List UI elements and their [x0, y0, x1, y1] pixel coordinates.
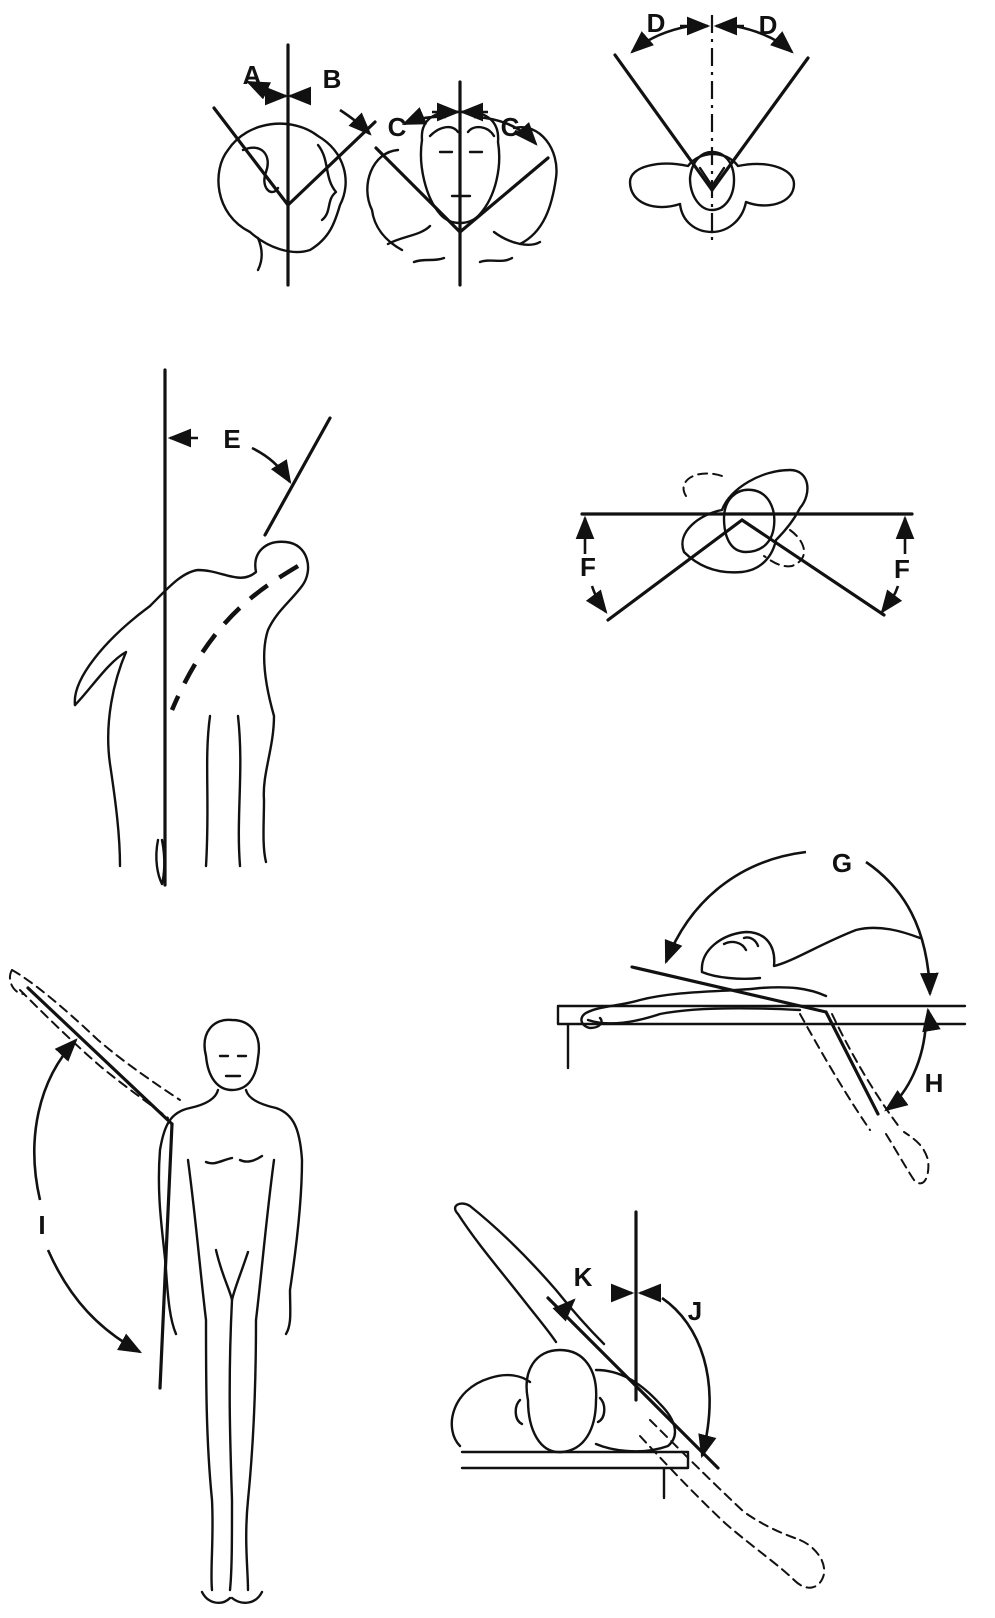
arrow-j: [662, 1298, 710, 1456]
supine-head-torso-outline: [702, 928, 920, 979]
label-c-right: C: [501, 112, 520, 142]
raised-arm-ghost: [12, 970, 180, 1118]
trunk-flexion-figure: E: [75, 370, 330, 885]
standing-face-features: [220, 1056, 246, 1076]
forearm-line: [826, 1012, 878, 1114]
left-rotation-line: [615, 55, 712, 190]
standing-legs-outline: [188, 1160, 274, 1590]
trunk-rotation-figure: F F: [580, 470, 912, 620]
label-k: K: [574, 1262, 593, 1292]
arrow-e: [252, 448, 290, 482]
face-profile: [318, 145, 336, 220]
label-f-right: F: [894, 554, 910, 584]
head-flexion-extension-figure: A B: [214, 45, 375, 285]
label-c-left: C: [388, 112, 407, 142]
standing-head-outline: [205, 1020, 259, 1090]
arrow-g-left: [666, 852, 806, 962]
lowered-hand-ghost: [794, 1540, 824, 1588]
label-f-left: F: [580, 552, 596, 582]
hand-down-ghost: [886, 1132, 928, 1183]
eyebrows: [430, 127, 494, 136]
right-bent-head-ghost: [514, 127, 557, 244]
collar-lines: [414, 258, 512, 262]
exam-table: [558, 1006, 965, 1068]
arrow-i-up: [34, 1040, 76, 1200]
arrow-f-left-down: [592, 586, 606, 612]
label-e: E: [223, 424, 240, 454]
label-i: I: [38, 1210, 45, 1240]
head-profile-outline: [218, 124, 345, 252]
standing-body-details: [206, 1156, 262, 1300]
trunk-flexion-line: [265, 418, 330, 535]
supine-face-features: [724, 937, 758, 950]
leg-gap: [156, 840, 164, 884]
label-b: B: [323, 64, 342, 94]
head-rotation-figure: D D: [615, 8, 808, 240]
label-h: H: [925, 1068, 944, 1098]
shoulder-abduction-figure: I: [10, 970, 302, 1603]
shoulder-flexion-figure: K J: [452, 1204, 824, 1588]
leg-outlines: [206, 716, 240, 866]
arm-front-outline: [75, 652, 126, 866]
neck-line: [258, 238, 262, 270]
prone-shoulders-outline: [452, 1370, 675, 1451]
label-d-right: D: [759, 10, 778, 40]
label-d-left: D: [647, 8, 666, 38]
prone-head-outline: [527, 1350, 597, 1452]
prone-table: [462, 1452, 688, 1498]
arrow-f-right-down: [882, 586, 898, 612]
head-flexion-line: [288, 122, 375, 205]
standing-feet: [202, 1592, 262, 1603]
label-a: A: [243, 60, 262, 90]
arrow-b: [340, 110, 370, 134]
head-lateral-bend-figure: C C: [367, 82, 556, 285]
label-j: J: [688, 1296, 702, 1326]
arrow-h-up: [928, 1010, 929, 1030]
lowered-arm-ghost: [640, 1420, 800, 1580]
bent-torso-outline: [75, 542, 308, 862]
arrow-h: [886, 1022, 926, 1110]
arm-down-ghost: [800, 1014, 900, 1130]
spine-dashed-curve: [172, 566, 298, 710]
arrow-i-down: [48, 1250, 140, 1352]
shoulder-rotation-figure: G H: [558, 848, 965, 1183]
rotation-right-line: [742, 520, 884, 615]
rotation-left-line: [608, 520, 742, 620]
right-rotation-line: [712, 58, 808, 190]
label-g: G: [832, 848, 852, 878]
rotated-head-outline: [724, 490, 774, 552]
left-bent-head-ghost: [367, 150, 402, 250]
arm-at-side-line: [160, 1124, 172, 1388]
